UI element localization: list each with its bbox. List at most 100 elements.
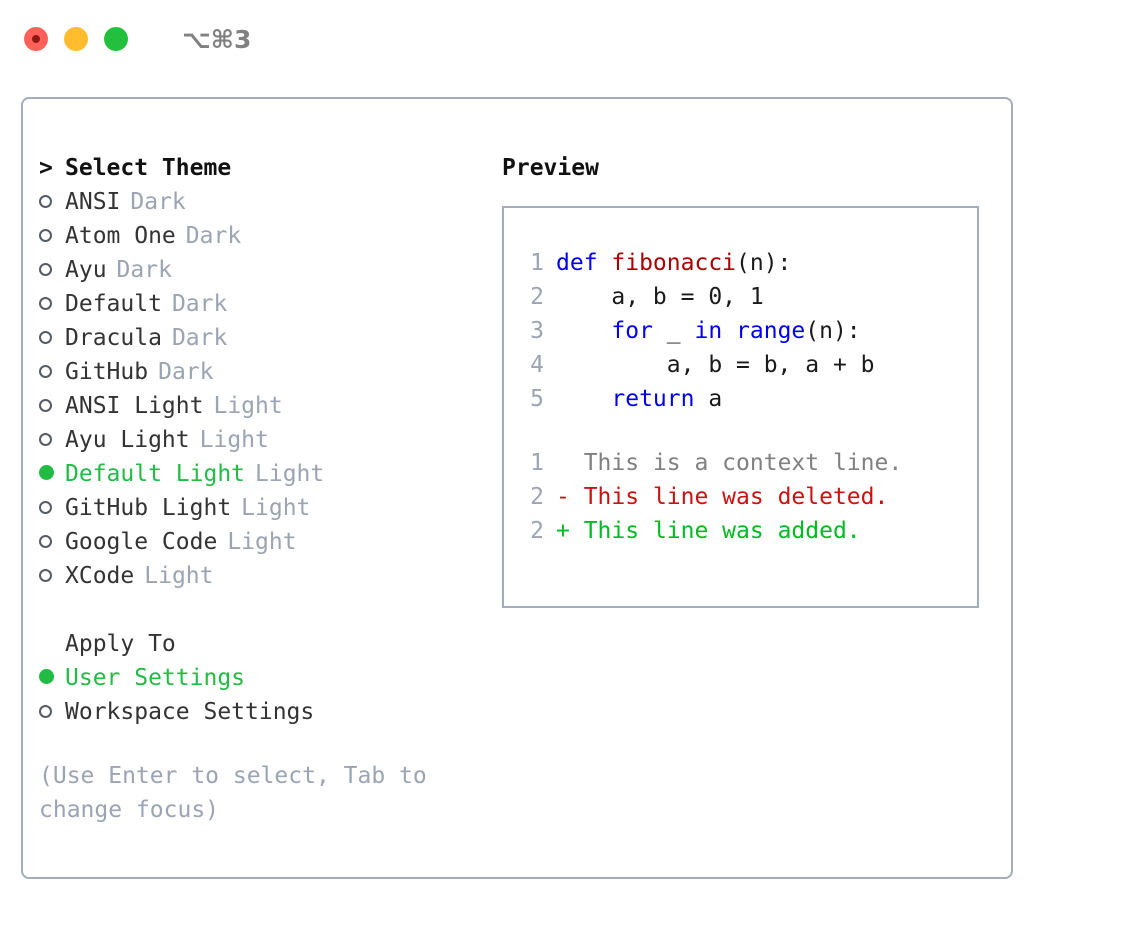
theme-variant-label: Light xyxy=(241,495,311,521)
line-number: 1 xyxy=(530,250,544,276)
line-number: 2 xyxy=(530,284,544,310)
apply-to-item[interactable]: Workspace Settings xyxy=(39,695,479,729)
theme-list-item[interactable]: Google Code Light xyxy=(39,525,479,559)
code-token: a, b = 0, 1 xyxy=(556,284,764,310)
theme-list-item[interactable]: GitHub Light Light xyxy=(39,491,479,525)
line-number: 4 xyxy=(530,352,544,378)
radio-empty-icon[interactable] xyxy=(39,525,65,559)
theme-name: Google Code xyxy=(65,529,218,555)
keyboard-hint: (Use Enter to select, Tab to change focu… xyxy=(39,763,427,823)
line-number: 3 xyxy=(530,318,544,344)
radio-empty-icon[interactable] xyxy=(39,219,65,253)
code-line: 4 a, b = b, a + b xyxy=(522,348,977,382)
code-token: fibonacci xyxy=(611,250,737,276)
theme-list-item[interactable]: ANSI Dark xyxy=(39,185,479,219)
line-number: 1 xyxy=(530,450,544,476)
radio-empty-icon[interactable] xyxy=(39,423,65,457)
radio-empty-icon[interactable] xyxy=(39,321,65,355)
theme-name: Default Light xyxy=(65,461,246,487)
theme-variant-label: Dark xyxy=(116,257,172,283)
theme-name: GitHub xyxy=(65,359,149,385)
theme-variant-label: Dark xyxy=(171,291,228,317)
radio-empty-icon[interactable] xyxy=(39,491,65,525)
code-token: (n): xyxy=(736,250,792,276)
radio-empty-icon[interactable] xyxy=(39,355,65,389)
code-token: def xyxy=(556,250,612,276)
radio-empty-icon[interactable] xyxy=(39,695,65,729)
theme-list-item[interactable]: Atom One Dark xyxy=(39,219,479,253)
preview-title: Preview xyxy=(502,155,599,181)
theme-variant-label: Light xyxy=(199,427,269,453)
diff-line: 2- This line was deleted. xyxy=(522,480,977,514)
theme-variant-label: Dark xyxy=(171,325,228,351)
window-titlebar: ⌥⌘3 xyxy=(0,0,1140,78)
diff-text: This line was deleted. xyxy=(569,484,889,510)
radio-empty-icon[interactable] xyxy=(39,559,65,593)
diff-text: This line was added. xyxy=(569,518,861,544)
code-token: _ xyxy=(652,318,695,344)
theme-name: Ayu Light xyxy=(65,427,190,453)
code-line: 3 for _ in range(n): xyxy=(522,314,977,348)
theme-variant-label: Light xyxy=(144,563,214,589)
code-token xyxy=(556,386,611,412)
theme-list-item[interactable]: GitHub Dark xyxy=(39,355,479,389)
radio-selected-icon[interactable] xyxy=(39,457,65,491)
line-number: 2 xyxy=(530,484,544,510)
theme-name: Dracula xyxy=(65,325,162,351)
radio-empty-icon[interactable] xyxy=(39,287,65,321)
theme-variant-label: Dark xyxy=(185,223,242,249)
radio-empty-icon[interactable] xyxy=(39,253,65,287)
close-button[interactable] xyxy=(24,27,48,51)
traffic-light-group xyxy=(24,27,128,51)
code-line: 1 def fibonacci(n): xyxy=(522,246,977,280)
list-spacer xyxy=(39,593,479,627)
diff-marker: + xyxy=(556,518,570,544)
line-number: 5 xyxy=(530,386,544,412)
theme-list-item[interactable]: Dracula Dark xyxy=(39,321,479,355)
radio-empty-icon[interactable] xyxy=(39,185,65,219)
code-token xyxy=(556,318,611,344)
theme-name: ANSI xyxy=(65,189,121,215)
apply-to-item-label: User Settings xyxy=(65,665,246,691)
code-line: 5 return a xyxy=(522,382,977,416)
theme-list-item[interactable]: Ayu Light Light xyxy=(39,423,479,457)
theme-variant-label: Dark xyxy=(130,189,186,215)
radio-empty-icon[interactable] xyxy=(39,389,65,423)
caret-icon: > xyxy=(39,155,53,181)
diff-line: 1 This is a context line. xyxy=(522,446,977,480)
theme-name: Ayu xyxy=(65,257,107,283)
code-token: for xyxy=(611,318,653,344)
code-diff-gap xyxy=(522,416,977,446)
diff-sample: 1 This is a context line.2- This line wa… xyxy=(522,446,977,548)
code-token: a xyxy=(694,386,723,412)
apply-to-label: Apply To xyxy=(65,631,176,657)
maximize-button[interactable] xyxy=(104,27,128,51)
diff-line: 2 + This line was added. xyxy=(522,514,977,548)
theme-list-item[interactable]: XCode Light xyxy=(39,559,479,593)
theme-variant-label: Light xyxy=(213,393,283,419)
theme-variant-label: Light xyxy=(227,529,297,555)
code-line: 2 a, b = 0, 1 xyxy=(522,280,977,314)
theme-name: Atom One xyxy=(65,223,176,249)
select-theme-header: >Select Theme xyxy=(39,151,479,185)
theme-name: XCode xyxy=(65,563,135,589)
code-token: a, b = b, a + b xyxy=(556,352,875,378)
theme-list-item[interactable]: Ayu Dark xyxy=(39,253,479,287)
radio-selected-icon[interactable] xyxy=(39,661,65,695)
theme-variant-label: Dark xyxy=(158,359,214,385)
minimize-button[interactable] xyxy=(64,27,88,51)
theme-name: GitHub Light xyxy=(65,495,232,521)
line-number: 2 xyxy=(530,518,544,544)
code-token: in range xyxy=(694,318,806,344)
diff-text: This is a context line. xyxy=(569,450,903,476)
apply-to-item[interactable]: User Settings xyxy=(39,661,479,695)
